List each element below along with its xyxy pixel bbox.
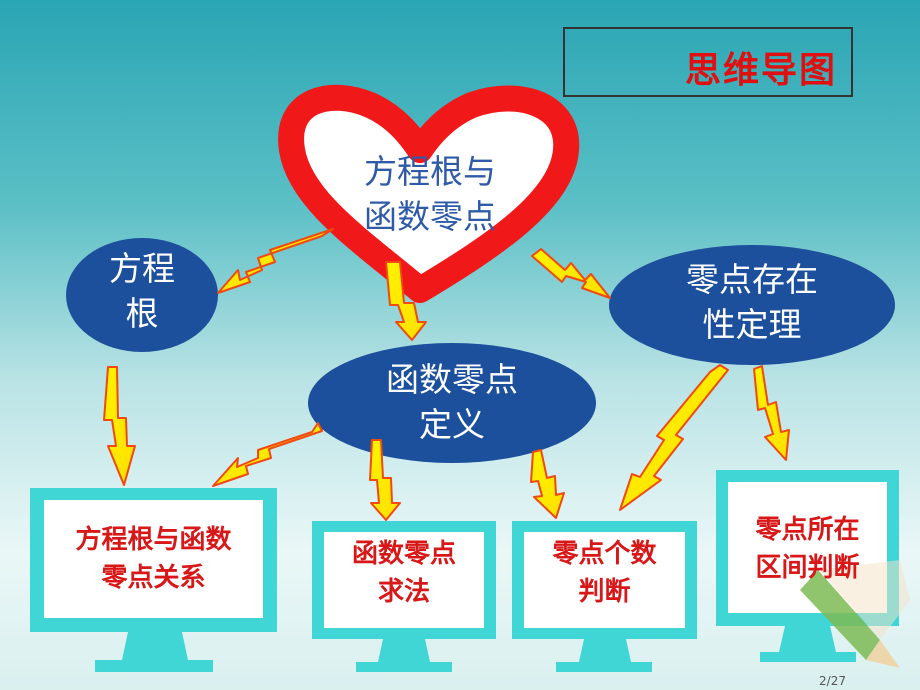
box-count-line2: 判断 bbox=[578, 576, 631, 607]
node-root-label: 方程 根 bbox=[82, 247, 202, 336]
node-definition-line2: 定义 bbox=[419, 404, 485, 444]
heart-label: 方程根与 函数零点 bbox=[340, 150, 520, 239]
box-interval-label: 零点所在 区间判断 bbox=[728, 512, 887, 587]
heart-shape bbox=[278, 84, 580, 303]
arrow-definition-to-count bbox=[530, 449, 565, 519]
arrow-heart-to-theorem bbox=[531, 248, 611, 299]
heart-label-line1: 方程根与 bbox=[364, 152, 496, 191]
node-root-line2: 根 bbox=[125, 293, 159, 333]
box-relation-label: 方程根与函数 零点关系 bbox=[44, 522, 263, 597]
arrow-theorem-to-interval bbox=[753, 365, 790, 461]
heart-label-line2: 函数零点 bbox=[364, 196, 496, 236]
arrow-root-to-relation bbox=[103, 366, 136, 486]
box-interval-line2: 区间判断 bbox=[755, 552, 860, 583]
box-method-line1: 函数零点 bbox=[351, 539, 456, 569]
title-text: 思维导图 bbox=[684, 50, 837, 91]
node-theorem-ellipse bbox=[609, 245, 895, 365]
node-root-ellipse bbox=[66, 238, 218, 352]
monitor-relation bbox=[30, 488, 277, 672]
node-theorem-line1: 零点存在 bbox=[686, 260, 818, 299]
box-count-line1: 零点个数 bbox=[552, 539, 657, 569]
title-box: 思维导图 bbox=[563, 27, 853, 97]
arrow-heart-to-root bbox=[217, 228, 334, 294]
node-definition-ellipse bbox=[308, 343, 596, 463]
node-root-line1: 方程 bbox=[109, 249, 175, 288]
arrow-heart-to-definition bbox=[385, 261, 427, 341]
monitor-count bbox=[512, 521, 697, 672]
arrow-definition-to-method bbox=[369, 439, 401, 521]
node-definition-line1: 函数零点 bbox=[386, 360, 518, 399]
monitor-method bbox=[312, 521, 496, 672]
arrow-theorem-to-count bbox=[619, 364, 729, 511]
node-theorem-label: 零点存在 性定理 bbox=[652, 258, 852, 347]
box-relation-line2: 零点关系 bbox=[101, 562, 206, 593]
node-theorem-line2: 性定理 bbox=[702, 304, 802, 344]
box-relation-line1: 方程根与函数 bbox=[75, 525, 232, 555]
pencil-decoration bbox=[800, 560, 910, 668]
node-definition-label: 函数零点 定义 bbox=[352, 358, 552, 447]
box-method-line2: 求法 bbox=[377, 576, 430, 607]
box-method-label: 函数零点 求法 bbox=[324, 536, 484, 611]
box-interval-line1: 零点所在 bbox=[755, 515, 860, 545]
page-number: 2/27 bbox=[819, 674, 846, 688]
arrow-definition-to-relation bbox=[212, 422, 323, 487]
box-count-label: 零点个数 判断 bbox=[524, 536, 685, 611]
